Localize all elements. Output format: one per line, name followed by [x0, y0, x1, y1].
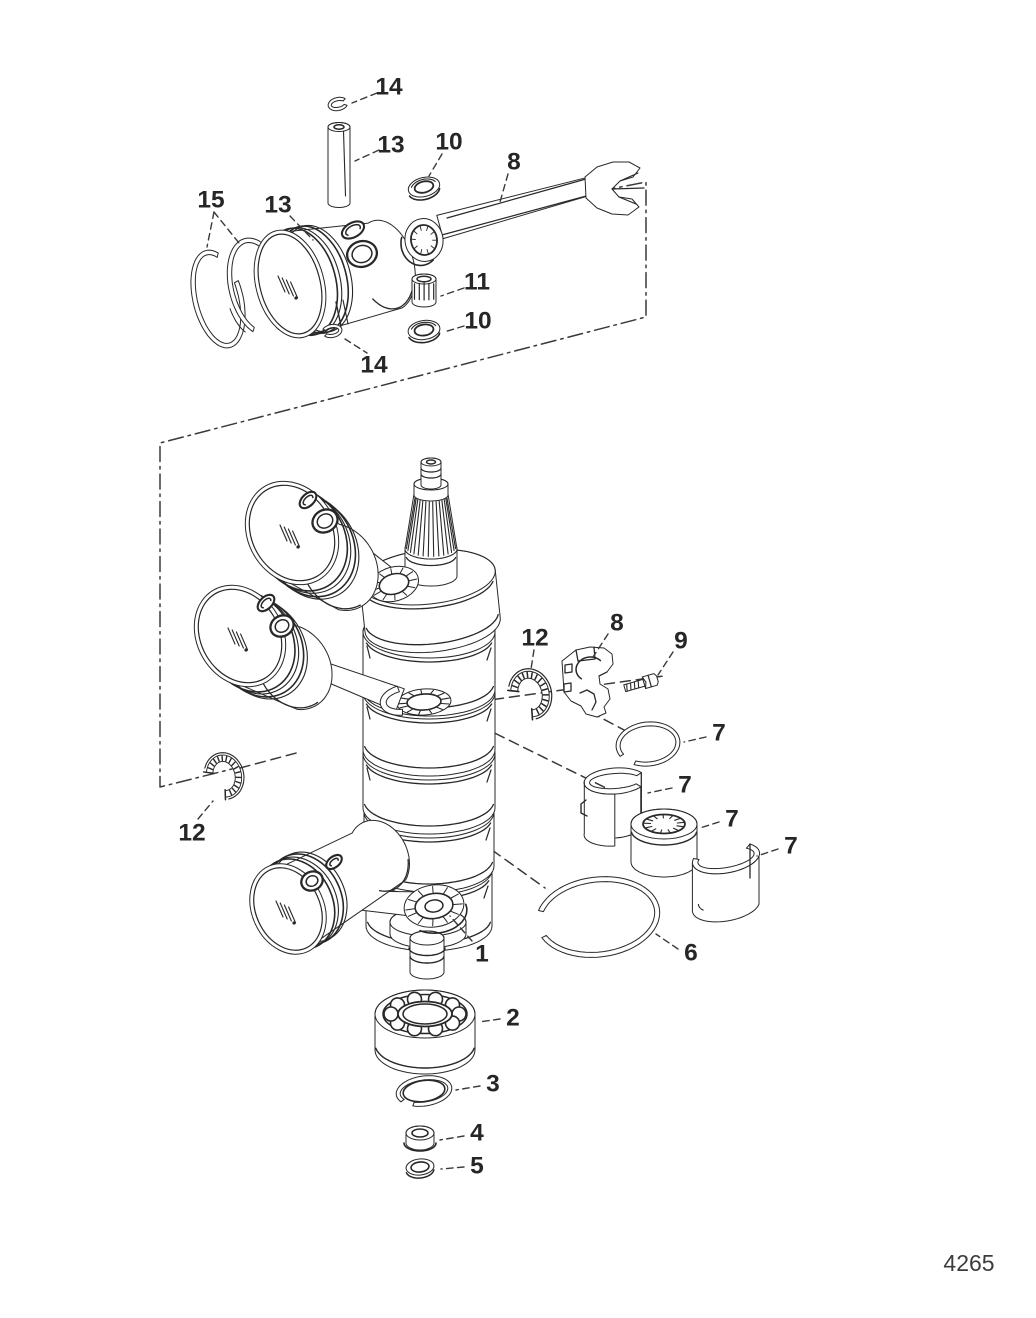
bearing-race-left	[580, 767, 642, 847]
rod-bolt	[623, 673, 659, 693]
bearing-cage-left	[202, 752, 245, 801]
callout-14-top: 14	[375, 74, 403, 101]
callout-1: 1	[475, 941, 489, 968]
callout-8-rod: 8	[507, 149, 521, 176]
piston-detail-group	[190, 96, 645, 349]
callout-13-piston: 13	[264, 192, 291, 219]
callout-7-race-left: 7	[678, 772, 692, 799]
callout-6: 6	[684, 940, 698, 967]
callout-7-ring: 7	[712, 720, 726, 747]
callout-14-bottom: 14	[360, 352, 388, 379]
hardware-bottom	[374, 989, 476, 1179]
piston-upper	[244, 480, 379, 611]
washer	[395, 1075, 453, 1107]
callout-12-left: 12	[178, 820, 205, 847]
seal	[403, 1125, 437, 1152]
retaining-ring-small	[615, 721, 681, 767]
callout-15: 15	[197, 187, 224, 214]
bearing-cage-right	[506, 668, 553, 721]
callout-10-upper: 10	[435, 129, 462, 156]
callout-2: 2	[506, 1005, 520, 1032]
rod-cap	[561, 646, 614, 718]
callout-4: 4	[470, 1120, 484, 1147]
callout-10-lower: 10	[464, 308, 491, 335]
callout-7-needle: 7	[725, 806, 739, 833]
leader-lines	[197, 92, 779, 1170]
callout-12-right: 12	[521, 625, 548, 652]
needle-bearing-center	[630, 808, 698, 878]
callout-5: 5	[470, 1153, 484, 1180]
callout-11: 11	[464, 269, 490, 296]
o-ring	[405, 1158, 435, 1179]
callout-8-cap: 8	[610, 610, 624, 637]
hardware-right	[202, 646, 761, 958]
detail-boundary	[159, 181, 647, 788]
retaining-ring-large	[538, 876, 661, 958]
callout-13-pin: 13	[377, 132, 404, 159]
callout-9: 9	[674, 628, 688, 655]
figure-number: 4265	[943, 1250, 994, 1276]
callout-7-race-right: 7	[784, 833, 798, 860]
connecting-rod-detail	[400, 161, 645, 267]
pistons-installed	[193, 480, 410, 955]
piston-lower	[249, 819, 410, 955]
piston-middle	[193, 584, 333, 711]
ball-bearing	[374, 989, 476, 1075]
callout-3: 3	[486, 1071, 500, 1098]
bearing-race-right	[691, 843, 761, 923]
